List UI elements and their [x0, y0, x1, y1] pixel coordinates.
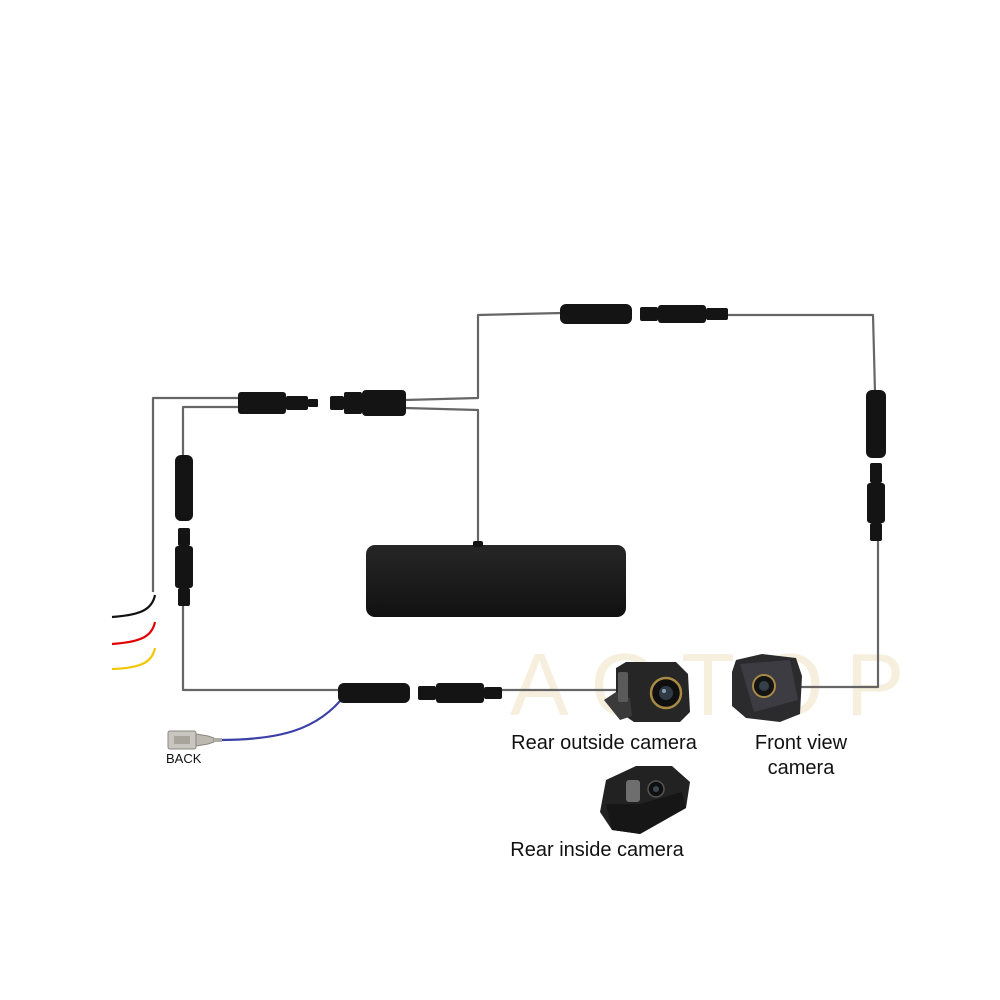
wire-black [111, 594, 157, 619]
wire-red [111, 621, 157, 646]
wire-back-signal [217, 694, 346, 742]
cable-top-right [726, 313, 877, 393]
cable-power-left [151, 396, 242, 592]
connector-left-lower [175, 528, 193, 606]
connector-top-right-male [640, 305, 728, 323]
brand-watermark: AOTOP [510, 635, 927, 734]
cable-left-lower [181, 605, 342, 692]
connector-bottom-male [418, 683, 502, 703]
connector-right-upper [866, 390, 886, 458]
connector-right-lower [867, 463, 885, 541]
rearview-mirror-unit [366, 541, 626, 617]
cable-left-loop [181, 405, 242, 458]
connector-bottom-female [338, 683, 410, 703]
rear-inside-camera-icon [600, 766, 690, 834]
wire-yellow [111, 647, 157, 671]
front-view-camera-label: Front view camera [754, 732, 848, 779]
connector-left-upper [175, 455, 193, 521]
back-label: BACK [166, 751, 202, 766]
rear-inside-camera-label: Rear inside camera [510, 839, 684, 861]
back-terminal-pin [167, 730, 222, 750]
front-view-camera-icon [732, 654, 802, 722]
cable-mirror-top [404, 311, 563, 402]
cable-to-mirror [404, 406, 480, 545]
connector-top-left-male [238, 392, 318, 414]
connector-top-left-female [330, 390, 406, 416]
cable-front-camera [800, 540, 880, 689]
rear-outside-camera-label: Rear outside camera [511, 732, 697, 754]
rear-outside-camera-icon [604, 662, 690, 722]
connector-top-right-female [560, 304, 632, 324]
